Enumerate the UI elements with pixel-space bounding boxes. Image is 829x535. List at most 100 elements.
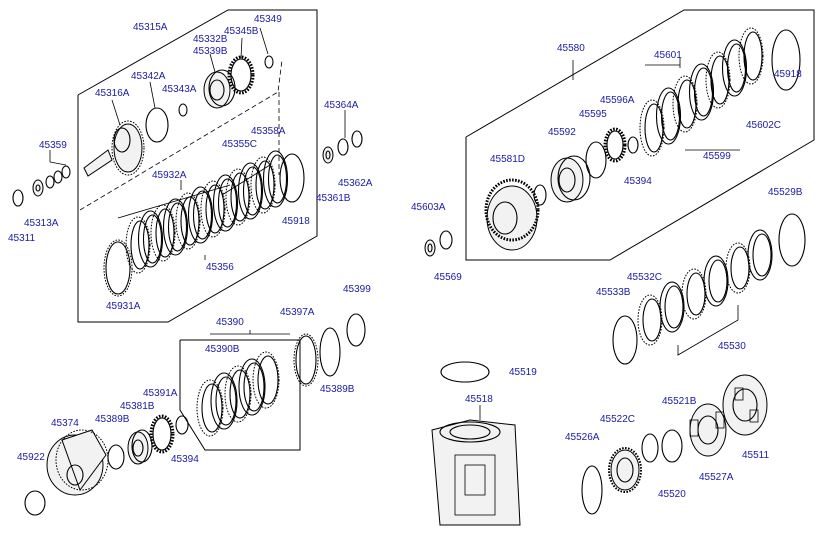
clutch-45530-plate-inner bbox=[708, 259, 728, 303]
label-45359[interactable]: 45359 bbox=[39, 140, 67, 151]
ring-45918-right bbox=[771, 29, 801, 91]
label-45316A[interactable]: 45316A bbox=[95, 88, 130, 99]
label-45932A[interactable]: 45932A bbox=[152, 170, 187, 181]
label-45345B[interactable]: 45345B bbox=[224, 26, 259, 37]
label-45342A[interactable]: 45342A bbox=[131, 71, 166, 82]
label-45381B[interactable]: 45381B bbox=[120, 401, 155, 412]
label-45529B[interactable]: 45529B bbox=[768, 187, 803, 198]
clutch-45356-plate bbox=[175, 192, 201, 250]
label-45603A[interactable]: 45603A bbox=[411, 202, 446, 213]
clutch-pack-45356 bbox=[125, 150, 289, 274]
clutch-45390B-plate bbox=[238, 358, 266, 416]
label-45364A[interactable]: 45364A bbox=[324, 100, 359, 111]
label-45394-lower[interactable]: 45394 bbox=[171, 454, 199, 465]
ring-45581-small bbox=[533, 184, 547, 206]
label-45356[interactable]: 45356 bbox=[206, 262, 234, 273]
label-45374[interactable]: 45374 bbox=[51, 418, 79, 429]
label-45592[interactable]: 45592 bbox=[548, 127, 576, 138]
label-45931A[interactable]: 45931A bbox=[106, 301, 141, 312]
label-45315A[interactable]: 45315A bbox=[133, 22, 168, 33]
label-45569[interactable]: 45569 bbox=[434, 272, 462, 283]
label-45601[interactable]: 45601 bbox=[654, 50, 682, 61]
bearing-45381B bbox=[127, 429, 153, 465]
label-45922[interactable]: 45922 bbox=[17, 452, 45, 463]
label-45362A[interactable]: 45362A bbox=[338, 178, 373, 189]
clutch-45599-plate-inner bbox=[677, 79, 697, 129]
ring-45342A bbox=[145, 107, 169, 143]
label-45602C[interactable]: 45602C bbox=[746, 120, 781, 131]
clutch-45356-plate-inner bbox=[267, 154, 288, 204]
clutch-45599-plate-inner bbox=[743, 31, 763, 81]
label-45390B[interactable]: 45390B bbox=[205, 344, 240, 355]
parts-45397A-group bbox=[293, 313, 366, 387]
clutch-45599-plate bbox=[738, 27, 764, 85]
label-45511[interactable]: 45511 bbox=[742, 450, 770, 461]
label-45358A[interactable]: 45358A bbox=[251, 126, 286, 137]
label-45519[interactable]: 45519 bbox=[509, 367, 537, 378]
label-45390[interactable]: 45390 bbox=[216, 317, 244, 328]
label-45391A[interactable]: 45391A bbox=[143, 388, 178, 399]
clutch-pack-45599 bbox=[639, 27, 764, 157]
clutch-45599-plate bbox=[705, 51, 731, 109]
clutch-45356-plate bbox=[137, 210, 164, 268]
label-45339B[interactable]: 45339B bbox=[193, 46, 228, 57]
label-45527A[interactable]: 45527A bbox=[699, 472, 734, 483]
clutch-45356-plate bbox=[125, 216, 151, 274]
clutch-45599-plate bbox=[639, 99, 665, 157]
label-45311[interactable]: 45311 bbox=[8, 233, 36, 244]
clutch-45356-plate-inner bbox=[142, 214, 163, 264]
label-45389B-left[interactable]: 45389B bbox=[95, 414, 130, 425]
clutch-45390B-plate bbox=[196, 379, 224, 437]
label-45399[interactable]: 45399 bbox=[343, 284, 371, 295]
label-45530[interactable]: 45530 bbox=[718, 341, 746, 352]
label-45349[interactable]: 45349 bbox=[254, 14, 282, 25]
ring-45533B bbox=[612, 315, 638, 365]
label-45313A[interactable]: 45313A bbox=[24, 218, 59, 229]
parts-45364A-group bbox=[322, 110, 363, 164]
clutch-45356-plate-inner bbox=[217, 178, 238, 228]
clutch-45356-plate bbox=[250, 156, 276, 214]
clutch-45356-plate-inner bbox=[180, 196, 200, 246]
label-45526A[interactable]: 45526A bbox=[565, 432, 600, 443]
clutch-45390B-plate-inner bbox=[201, 383, 223, 433]
label-45397A[interactable]: 45397A bbox=[280, 307, 315, 318]
label-45343A[interactable]: 45343A bbox=[162, 84, 197, 95]
label-45533B[interactable]: 45533B bbox=[596, 287, 631, 298]
bearing-45592 bbox=[550, 155, 591, 203]
clutch-45356-plate-inner bbox=[255, 160, 275, 210]
label-45332B[interactable]: 45332B bbox=[193, 34, 228, 45]
label-45596A[interactable]: 45596A bbox=[600, 95, 635, 106]
clutch-pack-45390B bbox=[196, 351, 280, 437]
bearing-45339B bbox=[203, 69, 236, 109]
clutch-45530-plate bbox=[747, 229, 773, 281]
clutch-45356-plate bbox=[212, 174, 239, 232]
label-45918-left[interactable]: 45918 bbox=[282, 216, 310, 227]
label-45355C[interactable]: 45355C bbox=[222, 139, 257, 150]
label-45394-upper[interactable]: 45394 bbox=[624, 176, 652, 187]
clutch-45356-plate-inner bbox=[155, 208, 175, 258]
case-45518 bbox=[431, 405, 521, 526]
label-45599[interactable]: 45599 bbox=[703, 151, 731, 162]
label-45521B[interactable]: 45521B bbox=[662, 396, 697, 407]
label-45361B[interactable]: 45361B bbox=[316, 193, 351, 204]
plate-45931A bbox=[103, 239, 133, 297]
label-45918-right[interactable]: 45918 bbox=[774, 69, 802, 80]
clutch-45599-plate-inner bbox=[726, 43, 747, 93]
ring-45394-upper bbox=[627, 136, 639, 154]
label-45518[interactable]: 45518 bbox=[465, 394, 493, 405]
clutch-45599-plate-inner bbox=[710, 55, 730, 105]
clutch-45356-plate bbox=[262, 150, 289, 208]
label-45520[interactable]: 45520 bbox=[658, 489, 686, 500]
label-45595[interactable]: 45595 bbox=[579, 109, 607, 120]
label-45581D[interactable]: 45581D bbox=[490, 154, 525, 165]
label-45532C[interactable]: 45532C bbox=[627, 272, 662, 283]
ring-45520 bbox=[661, 429, 683, 463]
gear-45345B bbox=[227, 55, 255, 95]
part-labels: 45315A 45349 45332B 45345B 45339B 45342A… bbox=[8, 14, 803, 500]
clutch-45530-plate-inner bbox=[752, 233, 772, 277]
clutch-45356-plate bbox=[162, 198, 189, 256]
label-45580[interactable]: 45580 bbox=[557, 43, 585, 54]
label-45389B-right[interactable]: 45389B bbox=[320, 384, 355, 395]
label-45522C[interactable]: 45522C bbox=[600, 414, 635, 425]
